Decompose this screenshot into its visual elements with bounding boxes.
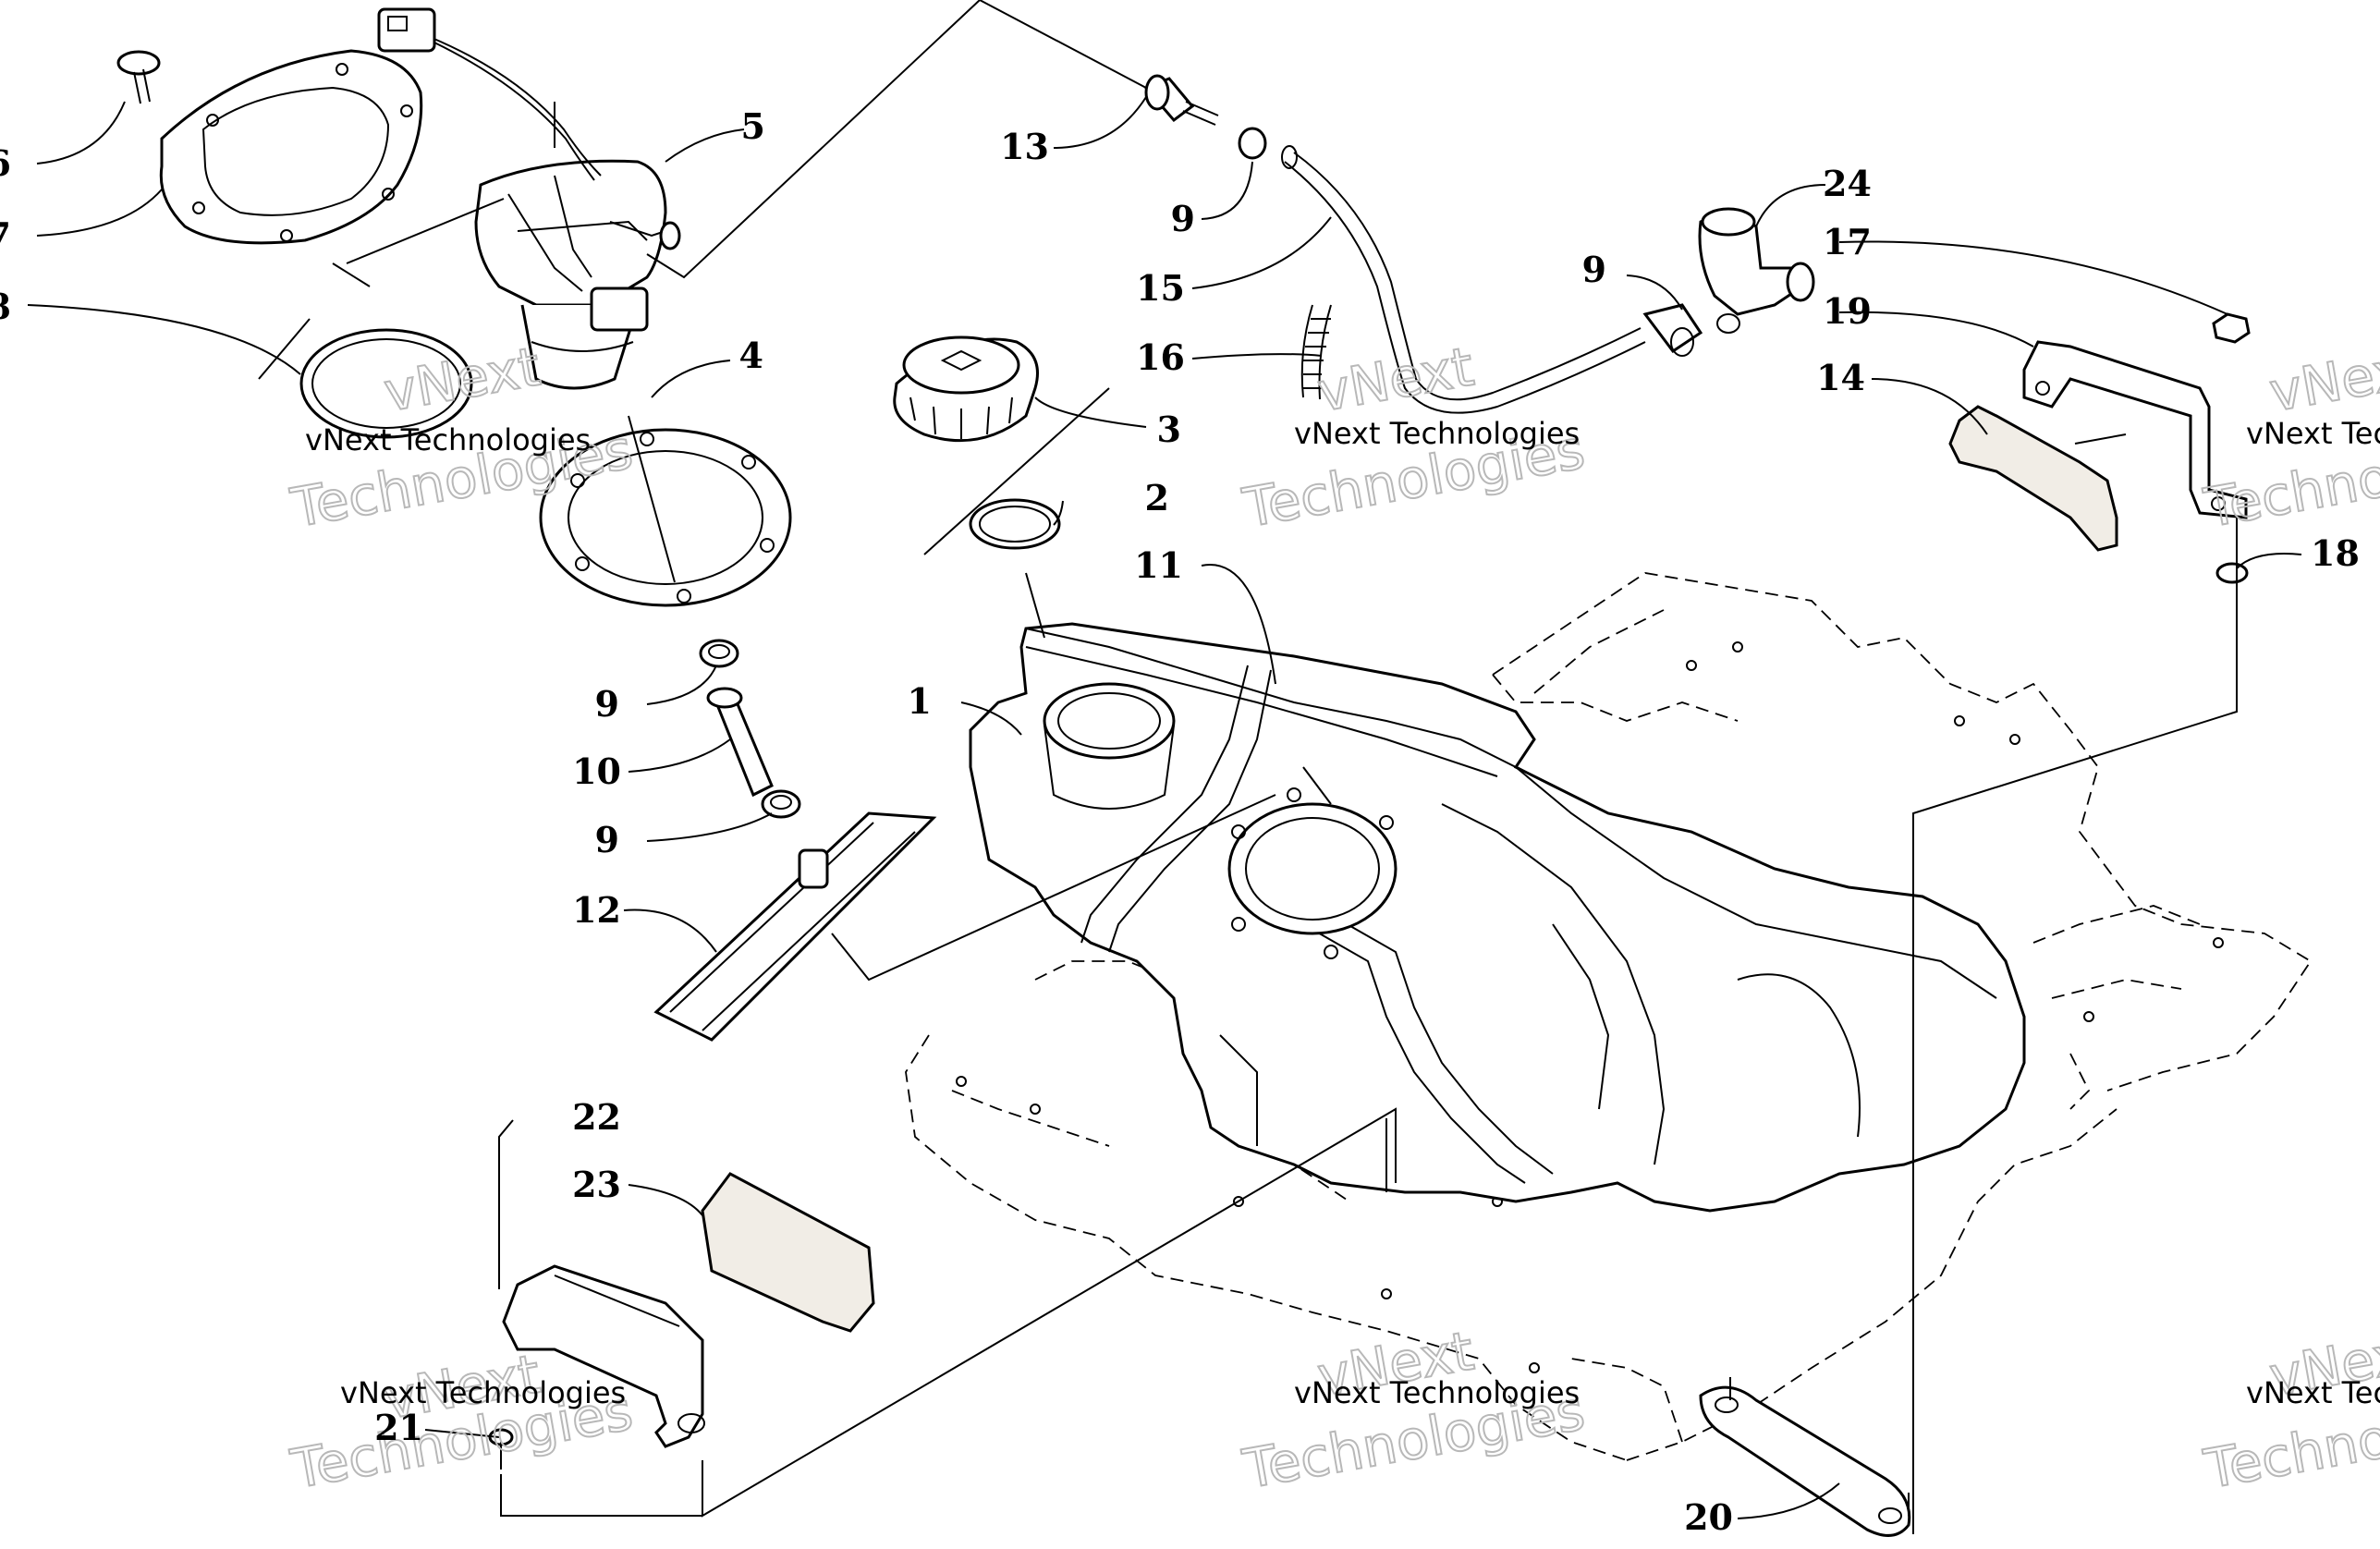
hose-clamp-upper-2 bbox=[1642, 303, 1703, 357]
hold-down-strap bbox=[1699, 1377, 1911, 1537]
fuel-hose bbox=[1281, 145, 1646, 414]
callout-5: 5 bbox=[741, 105, 765, 147]
watermark-big-5: vNext bbox=[2265, 335, 2380, 423]
hose-clamp-upper-1 bbox=[1238, 127, 1267, 160]
callout-22: 22 bbox=[572, 1096, 621, 1138]
callout-4: 4 bbox=[739, 335, 763, 376]
shield-screw bbox=[488, 1428, 514, 1470]
leader-lines bbox=[27, 96, 2302, 1519]
tank-bracket bbox=[2022, 340, 2248, 519]
fuel-pickup-filter bbox=[653, 811, 937, 1042]
watermark-big-3: vNext bbox=[1313, 335, 1479, 423]
callout-11: 11 bbox=[1134, 544, 1183, 586]
callout-21: 21 bbox=[374, 1407, 423, 1448]
callout-13: 13 bbox=[1000, 126, 1049, 167]
screw bbox=[116, 50, 161, 104]
hose-clamp-lower-1 bbox=[699, 639, 739, 668]
watermark-group-2: vNext Technologies vNext Technologies bbox=[1238, 334, 1591, 541]
watermark-group-4: vNext Technologies vNext Technologies bbox=[286, 1341, 639, 1502]
callout-24: 24 bbox=[1823, 163, 1872, 204]
watermark-group-6: vNext Technologies vNext Technologies bbox=[2199, 1318, 2380, 1502]
watermark-text-1: vNext Technologies bbox=[305, 422, 591, 457]
callout-9-upper-right: 9 bbox=[1582, 249, 1606, 290]
callout-12: 12 bbox=[572, 889, 621, 931]
fuel-cap bbox=[893, 335, 1039, 443]
speed-nut bbox=[2215, 562, 2249, 584]
callout-2: 2 bbox=[1145, 477, 1169, 518]
heat-shield bbox=[502, 1264, 705, 1448]
fuel-pump-assembly bbox=[377, 7, 681, 390]
watermark-group-3: vNext Technologies vNext Technologies bbox=[2199, 334, 2380, 541]
callout-15: 15 bbox=[1136, 267, 1185, 309]
callout-6: 6 bbox=[0, 142, 11, 184]
fuel-tank bbox=[969, 622, 2026, 1213]
watermark-text-5: vNext Technologies bbox=[1294, 1375, 1580, 1410]
flange-nut bbox=[2212, 312, 2251, 344]
watermark-text-6: vNext Technologies bbox=[2246, 1375, 2380, 1410]
callout-1: 1 bbox=[908, 680, 932, 722]
callout-7: 7 bbox=[0, 214, 11, 256]
callout-labels: 1 2 3 4 5 6 7 8 9 9 9 9 10 11 12 13 14 1… bbox=[0, 105, 2360, 1538]
hose-clamp-lower-2 bbox=[761, 789, 801, 819]
watermark-group-5: vNext Technologies vNext Technologies bbox=[1238, 1318, 1591, 1502]
pump-gasket bbox=[539, 428, 792, 607]
callout-9-upper-left: 9 bbox=[1171, 198, 1195, 239]
o-ring-large bbox=[299, 328, 473, 439]
watermark-text-3: vNext Technologies bbox=[2246, 416, 2380, 451]
assembly-lines bbox=[258, 0, 2238, 1534]
fuel-outlet-fitting bbox=[1143, 74, 1219, 126]
pump-retainer-plate bbox=[159, 49, 423, 245]
callout-8: 8 bbox=[0, 286, 11, 327]
callout-23: 23 bbox=[572, 1164, 621, 1205]
bracket-pad bbox=[1948, 405, 2118, 552]
callout-9-mid: 9 bbox=[595, 683, 619, 725]
callout-19: 19 bbox=[1823, 290, 1872, 332]
cap-gasket bbox=[969, 498, 1061, 550]
callout-20: 20 bbox=[1684, 1496, 1733, 1538]
callout-17: 17 bbox=[1823, 221, 1872, 262]
callout-9-lower: 9 bbox=[595, 819, 619, 860]
callout-3: 3 bbox=[1157, 409, 1181, 450]
vent-elbow-fitting bbox=[1698, 207, 1815, 334]
callout-14: 14 bbox=[1816, 357, 1865, 398]
callout-18: 18 bbox=[2311, 532, 2360, 574]
hose-section bbox=[706, 687, 774, 798]
callout-16: 16 bbox=[1136, 336, 1185, 378]
callout-10: 10 bbox=[572, 750, 621, 792]
watermark-text-4: vNext Technologies bbox=[340, 1375, 626, 1410]
foam-pad bbox=[701, 1172, 875, 1333]
vent-hose bbox=[1300, 304, 1332, 400]
watermark-text-2: vNext Technologies bbox=[1294, 416, 1580, 451]
